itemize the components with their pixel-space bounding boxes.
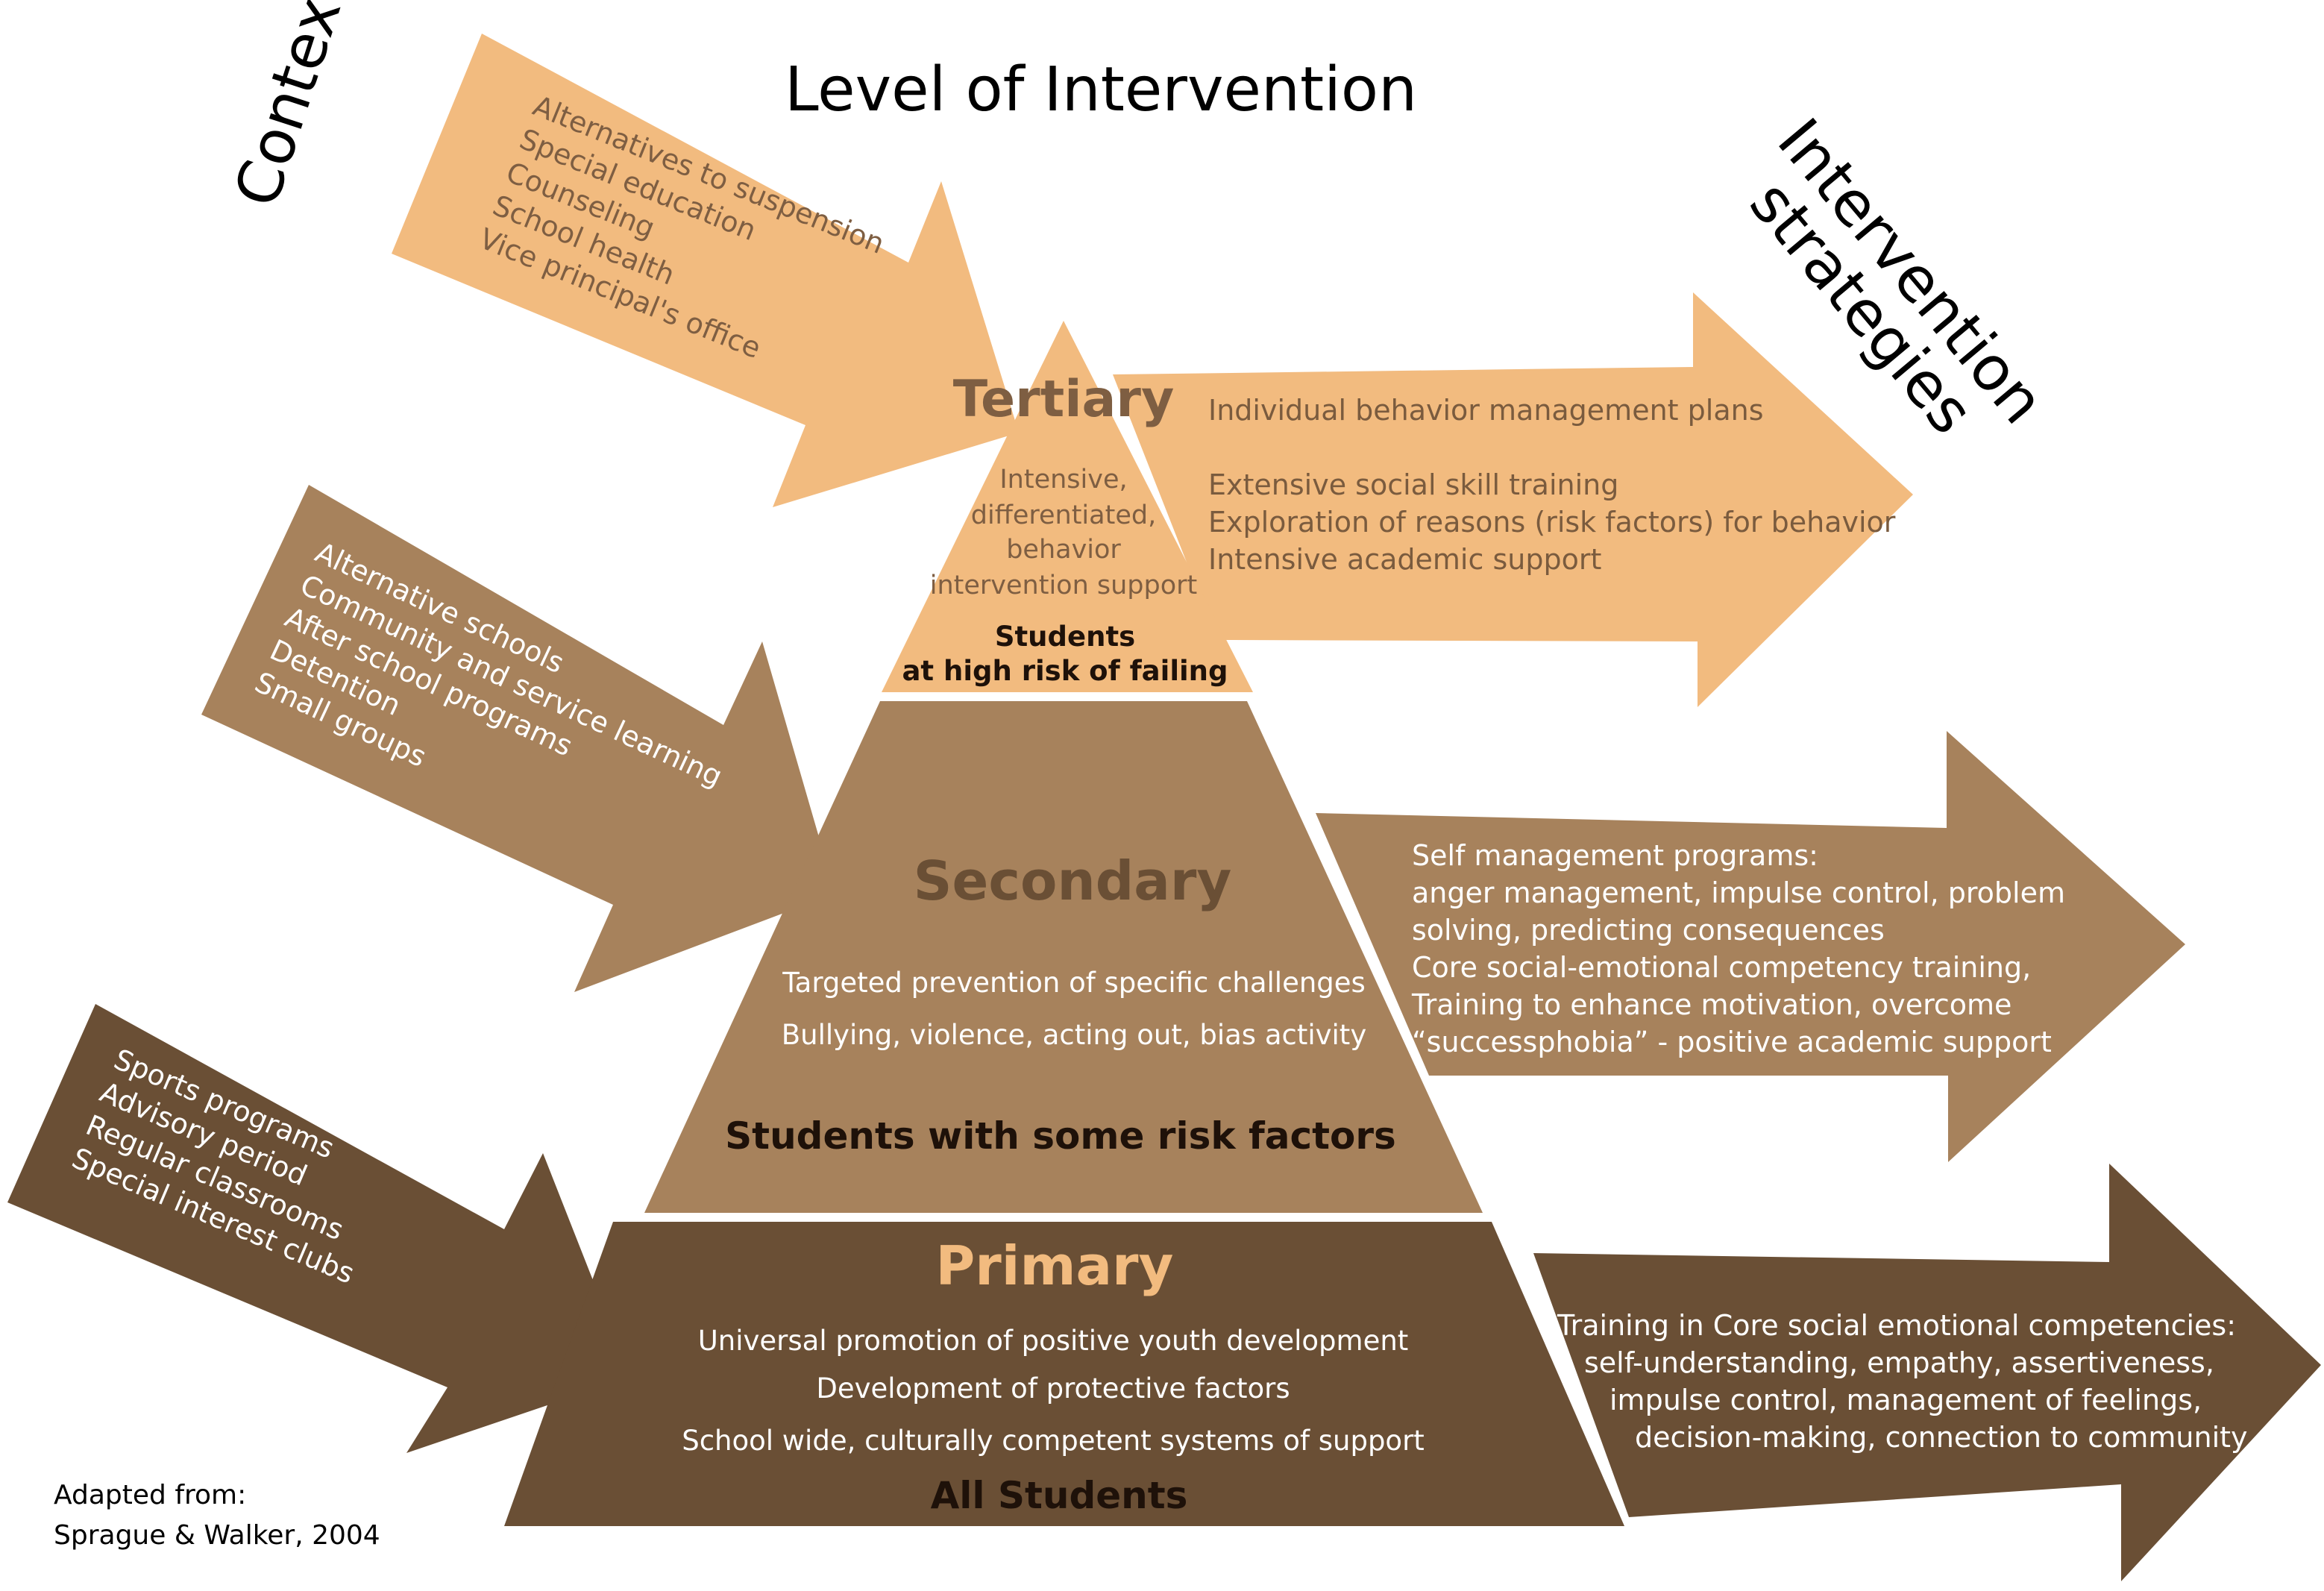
credit-line: Sprague & Walker, 2004 xyxy=(54,1520,380,1551)
tier-description-line: Intensive, xyxy=(999,465,1127,495)
strategy-item: Extensive social skill training xyxy=(1208,468,1618,501)
strategy-item: self-understanding, empathy, assertivene… xyxy=(1584,1346,2214,1379)
tier-description-line: intervention support xyxy=(930,571,1198,600)
tier-description-line: Targeted prevention of specific challeng… xyxy=(782,967,1366,999)
tier-description-secondary: Targeted prevention of specific challeng… xyxy=(782,967,1366,1051)
tier-population-secondary: Students with some risk factors xyxy=(725,1114,1396,1158)
tier-description-primary: Universal promotion of positive youth de… xyxy=(682,1325,1425,1457)
context-label: Context xyxy=(222,0,363,215)
strategy-item: impulse control, management of feelings, xyxy=(1609,1384,2202,1416)
tier-title-tertiary: Tertiary xyxy=(953,370,1175,429)
tier-title-primary: Primary xyxy=(935,1234,1173,1297)
tier-description-line: behavior xyxy=(1006,535,1121,565)
pyramid-tier-primary xyxy=(504,1222,1624,1526)
strategy-arrow-primary xyxy=(1533,1164,2321,1581)
strategy-item: Exploration of reasons (risk factors) fo… xyxy=(1208,506,1896,539)
context-arrow-secondary xyxy=(201,485,835,992)
tier-description-line: School wide, culturally competent system… xyxy=(682,1425,1425,1457)
strategy-item: Training in Core social emotional compet… xyxy=(1557,1309,2236,1342)
credit-line: Adapted from: xyxy=(54,1480,246,1510)
tier-population-primary: All Students xyxy=(931,1474,1188,1517)
strategy-arrow-secondary xyxy=(1316,731,2185,1162)
pyramid-tier-tertiary xyxy=(882,321,1253,692)
strategy-item: Core social-emotional competency trainin… xyxy=(1412,951,2031,984)
strategy-arrow-tertiary xyxy=(1113,292,1913,707)
strategy-item: Self management programs: xyxy=(1412,839,1818,872)
context-text-tertiary: Alternatives to suspension Special educa… xyxy=(475,90,889,365)
source-credit: Adapted from: Sprague & Walker, 2004 xyxy=(54,1480,380,1551)
strategy-item: anger management, impulse control, probl… xyxy=(1412,876,2065,909)
strategy-item: solving, predicting consequences xyxy=(1412,914,1885,947)
tier-description-line: differentiated, xyxy=(971,500,1156,530)
pyramid-tier-secondary xyxy=(644,701,1483,1213)
diagram-title: Level of Intervention xyxy=(785,54,1417,125)
tier-title-secondary: Secondary xyxy=(914,850,1232,912)
tier-description-line: Bullying, violence, acting out, bias act… xyxy=(782,1019,1366,1051)
strategy-text-tertiary: Individual behavior management plans Ext… xyxy=(1208,394,1896,576)
strategy-item: decision-making, connection to community xyxy=(1635,1421,2248,1454)
strategy-text-primary: Training in Core social emotional compet… xyxy=(1557,1309,2248,1454)
tier-population-line: Students xyxy=(995,621,1135,653)
strategy-item: Individual behavior management plans xyxy=(1208,394,1764,427)
tier-description-tertiary: Intensive, differentiated, behavior inte… xyxy=(930,465,1198,600)
strategy-item: Training to enhance motivation, overcome xyxy=(1411,988,2011,1021)
strategy-item: “successphobia” - positive academic supp… xyxy=(1412,1026,2052,1058)
strategy-text-secondary: Self management programs: anger manageme… xyxy=(1411,839,2065,1058)
context-arrow-tertiary xyxy=(392,34,1019,507)
context-arrow-primary xyxy=(7,1004,631,1453)
tier-population-tertiary: Students at high risk of failing xyxy=(902,621,1228,687)
tier-population-line: at high risk of failing xyxy=(902,655,1228,687)
tier-description-line: Universal promotion of positive youth de… xyxy=(698,1325,1409,1357)
tier-description-line: Development of protective factors xyxy=(816,1372,1290,1405)
strategy-item: Intensive academic support xyxy=(1208,543,1601,576)
